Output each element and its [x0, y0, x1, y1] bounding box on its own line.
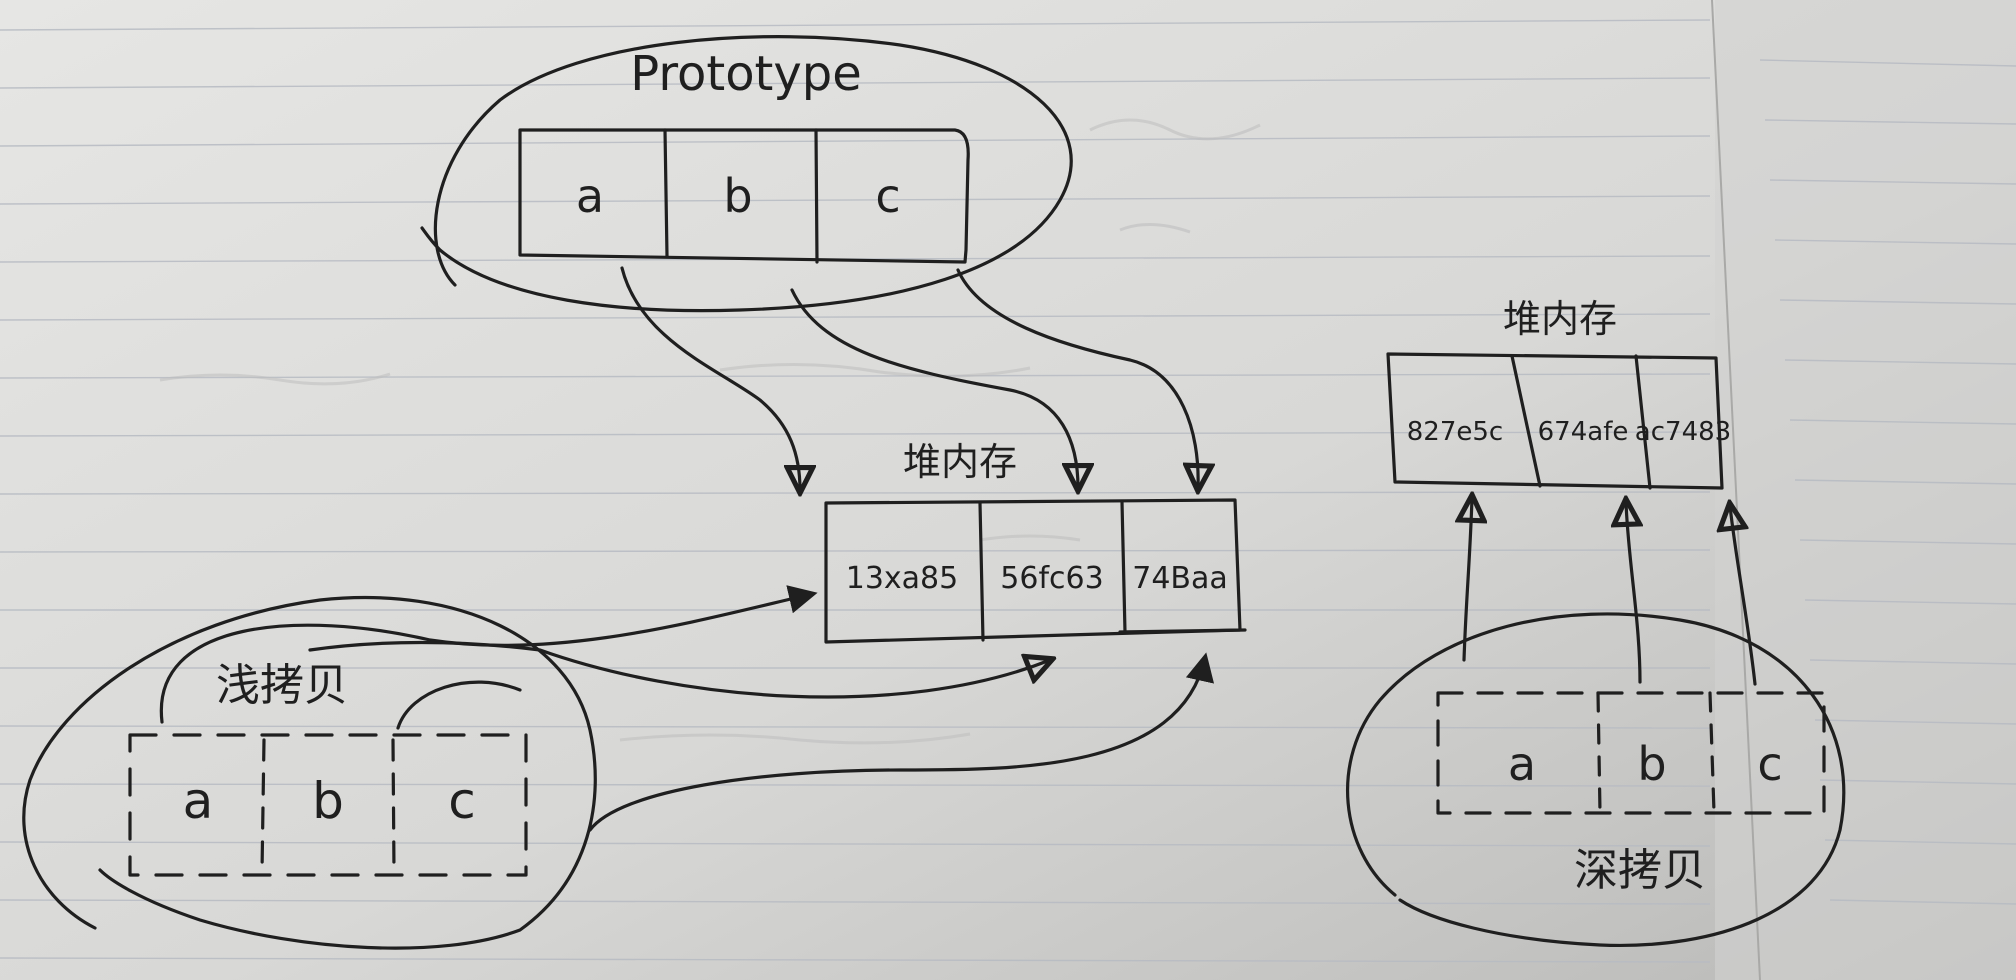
heap-shallow-cell-2: 56fc63 [1000, 561, 1103, 596]
prototype-heap-arrows [620, 266, 1198, 490]
arrow-proto-c [956, 268, 1198, 488]
arrow-shallow-c [588, 652, 1214, 832]
page-edge [1715, 0, 2016, 980]
arrow-shallow-b [308, 640, 1050, 699]
ruled-lines [0, 19, 2016, 963]
shallow-copy-cell-c: c [448, 772, 476, 830]
shallow-copy-divider-2 [391, 738, 396, 874]
heap-shallow-divider-1 [978, 501, 985, 642]
arrow-deep-b [1626, 502, 1640, 684]
heap-deep-divider-1 [1510, 354, 1542, 488]
heap-shallow-cell-3: 74Baa [1132, 561, 1228, 596]
arrow-proto-a [620, 266, 800, 490]
prototype-cell-b: b [723, 169, 752, 223]
deep-copy-box [1436, 691, 1826, 815]
shallow-heap-arrows [159, 585, 1214, 832]
heap-deep-title: 堆内存 [1503, 297, 1617, 341]
shallow-copy-box [128, 733, 528, 877]
shallow-copy-cell-a: a [183, 772, 214, 830]
shallow-copy-title: 浅拷贝 [216, 660, 348, 711]
prototype-group: Prototype a b c [420, 35, 1073, 313]
deep-copy-ellipse [1345, 612, 1846, 948]
prototype-divider-2 [814, 128, 819, 264]
heap-shallow-cell-1: 13xa85 [846, 561, 959, 596]
deep-copy-group: a b c 深拷贝 [1345, 612, 1846, 948]
heap-deep-group: 堆内存 827e5c 674afe ac7483 [1386, 297, 1731, 490]
prototype-title: Prototype [630, 46, 862, 102]
deep-copy-divider-2 [1708, 691, 1716, 814]
deep-copy-title: 深拷贝 [1574, 845, 1706, 896]
deep-heap-arrows [1464, 498, 1757, 686]
heap-deep-cell-2: 674afe [1538, 417, 1629, 447]
prototype-cell-a: a [576, 169, 604, 223]
heap-shallow-underline [1118, 628, 1247, 634]
heap-shallow-group: 堆内存 13xa85 56fc63 74Baa [824, 440, 1247, 644]
deep-copy-cell-c: c [1757, 737, 1782, 791]
shallow-c-tail [396, 680, 522, 730]
heap-deep-cell-1: 827e5c [1407, 417, 1503, 447]
heap-deep-box [1386, 352, 1724, 490]
prototype-box [518, 128, 970, 264]
shallow-copy-group: 浅拷贝 a b c [22, 595, 597, 950]
prototype-divider-1 [663, 128, 669, 258]
heap-deep-cell-3: ac7483 [1635, 417, 1731, 447]
bleed-through [159, 118, 1261, 745]
prototype-ellipse [420, 35, 1073, 313]
heap-shallow-divider-2 [1120, 500, 1127, 634]
deep-copy-cell-b: b [1637, 737, 1666, 791]
shallow-copy-divider-1 [260, 738, 266, 874]
deep-copy-cell-a: a [1508, 737, 1536, 791]
prototype-cell-c: c [875, 169, 900, 223]
shallow-copy-ellipse [22, 595, 597, 950]
heap-shallow-title: 堆内存 [903, 440, 1017, 484]
arrow-deep-a [1464, 498, 1472, 662]
arrow-proto-b [790, 288, 1078, 488]
shallow-copy-cell-b: b [312, 772, 344, 830]
arrow-deep-c [1730, 506, 1757, 686]
page-divider [1711, 0, 1761, 980]
deep-copy-divider-1 [1596, 691, 1602, 814]
heap-deep-divider-2 [1634, 354, 1652, 490]
arrow-shallow-a [159, 585, 818, 724]
